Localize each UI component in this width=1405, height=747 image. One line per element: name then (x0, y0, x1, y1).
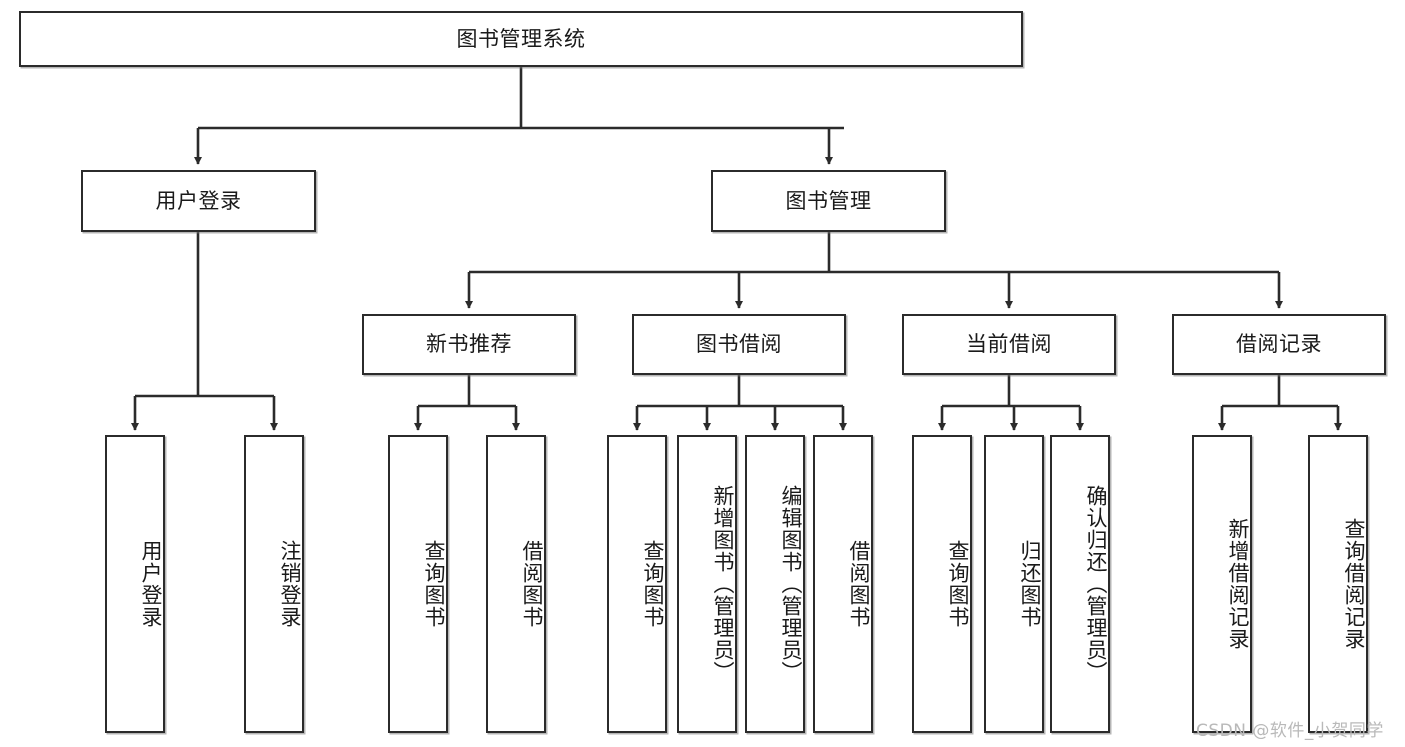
node-leaf-return-book-label: 归还图书 (1018, 540, 1042, 628)
node-leaf-borrow-book[interactable]: 借阅图书 (813, 435, 873, 733)
node-user-login[interactable]: 用户登录 (81, 170, 316, 232)
node-leaf-edit-book-admin[interactable]: 编辑图书（管理员） (745, 435, 805, 733)
node-leaf-query-book-recommend-label: 查询图书 (422, 540, 446, 628)
node-book-borrow-label: 图书借阅 (696, 332, 782, 357)
node-leaf-borrow-book-label: 借阅图书 (847, 540, 871, 628)
node-leaf-query-borrow-record-label: 查询借阅记录 (1342, 518, 1366, 650)
node-leaf-add-book-admin[interactable]: 新增图书（管理员） (677, 435, 737, 733)
node-leaf-confirm-return-admin-label: 确认归还（管理员） (1084, 485, 1108, 683)
node-user-login-label: 用户登录 (155, 188, 242, 213)
node-leaf-borrow-book-recommend-label: 借阅图书 (520, 540, 544, 628)
node-leaf-edit-book-admin-label: 编辑图书（管理员） (779, 485, 803, 683)
node-book-manage-label: 图书管理 (785, 188, 872, 213)
node-borrow-record-label: 借阅记录 (1236, 332, 1322, 357)
node-book-borrow[interactable]: 图书借阅 (632, 314, 846, 375)
node-leaf-user-login[interactable]: 用户登录 (105, 435, 165, 733)
node-new-book-recommend-label: 新书推荐 (426, 332, 512, 357)
node-borrow-record[interactable]: 借阅记录 (1172, 314, 1386, 375)
csdn-watermark: CSDN @软件_小贺同学 (1196, 721, 1384, 741)
node-root-label: 图书管理系统 (456, 26, 586, 51)
node-leaf-borrow-book-recommend[interactable]: 借阅图书 (486, 435, 546, 733)
node-leaf-query-book-current-label: 查询图书 (946, 540, 970, 628)
node-current-borrow[interactable]: 当前借阅 (902, 314, 1116, 375)
node-new-book-recommend[interactable]: 新书推荐 (362, 314, 576, 375)
node-leaf-user-logout-label: 注销登录 (278, 540, 302, 628)
node-leaf-add-borrow-record[interactable]: 新增借阅记录 (1192, 435, 1252, 733)
node-leaf-query-book-borrow-label: 查询图书 (641, 540, 665, 628)
node-leaf-add-book-admin-label: 新增图书（管理员） (711, 485, 735, 683)
node-leaf-user-login-label: 用户登录 (139, 540, 163, 628)
node-leaf-query-book-borrow[interactable]: 查询图书 (607, 435, 667, 733)
node-current-borrow-label: 当前借阅 (966, 332, 1052, 357)
node-leaf-return-book[interactable]: 归还图书 (984, 435, 1044, 733)
node-leaf-add-borrow-record-label: 新增借阅记录 (1226, 518, 1250, 650)
node-root[interactable]: 图书管理系统 (19, 11, 1023, 67)
node-leaf-query-book-current[interactable]: 查询图书 (912, 435, 972, 733)
node-leaf-user-logout[interactable]: 注销登录 (244, 435, 304, 733)
node-book-manage[interactable]: 图书管理 (711, 170, 946, 232)
node-leaf-query-book-recommend[interactable]: 查询图书 (388, 435, 448, 733)
node-leaf-confirm-return-admin[interactable]: 确认归还（管理员） (1050, 435, 1110, 733)
node-leaf-query-borrow-record[interactable]: 查询借阅记录 (1308, 435, 1368, 733)
